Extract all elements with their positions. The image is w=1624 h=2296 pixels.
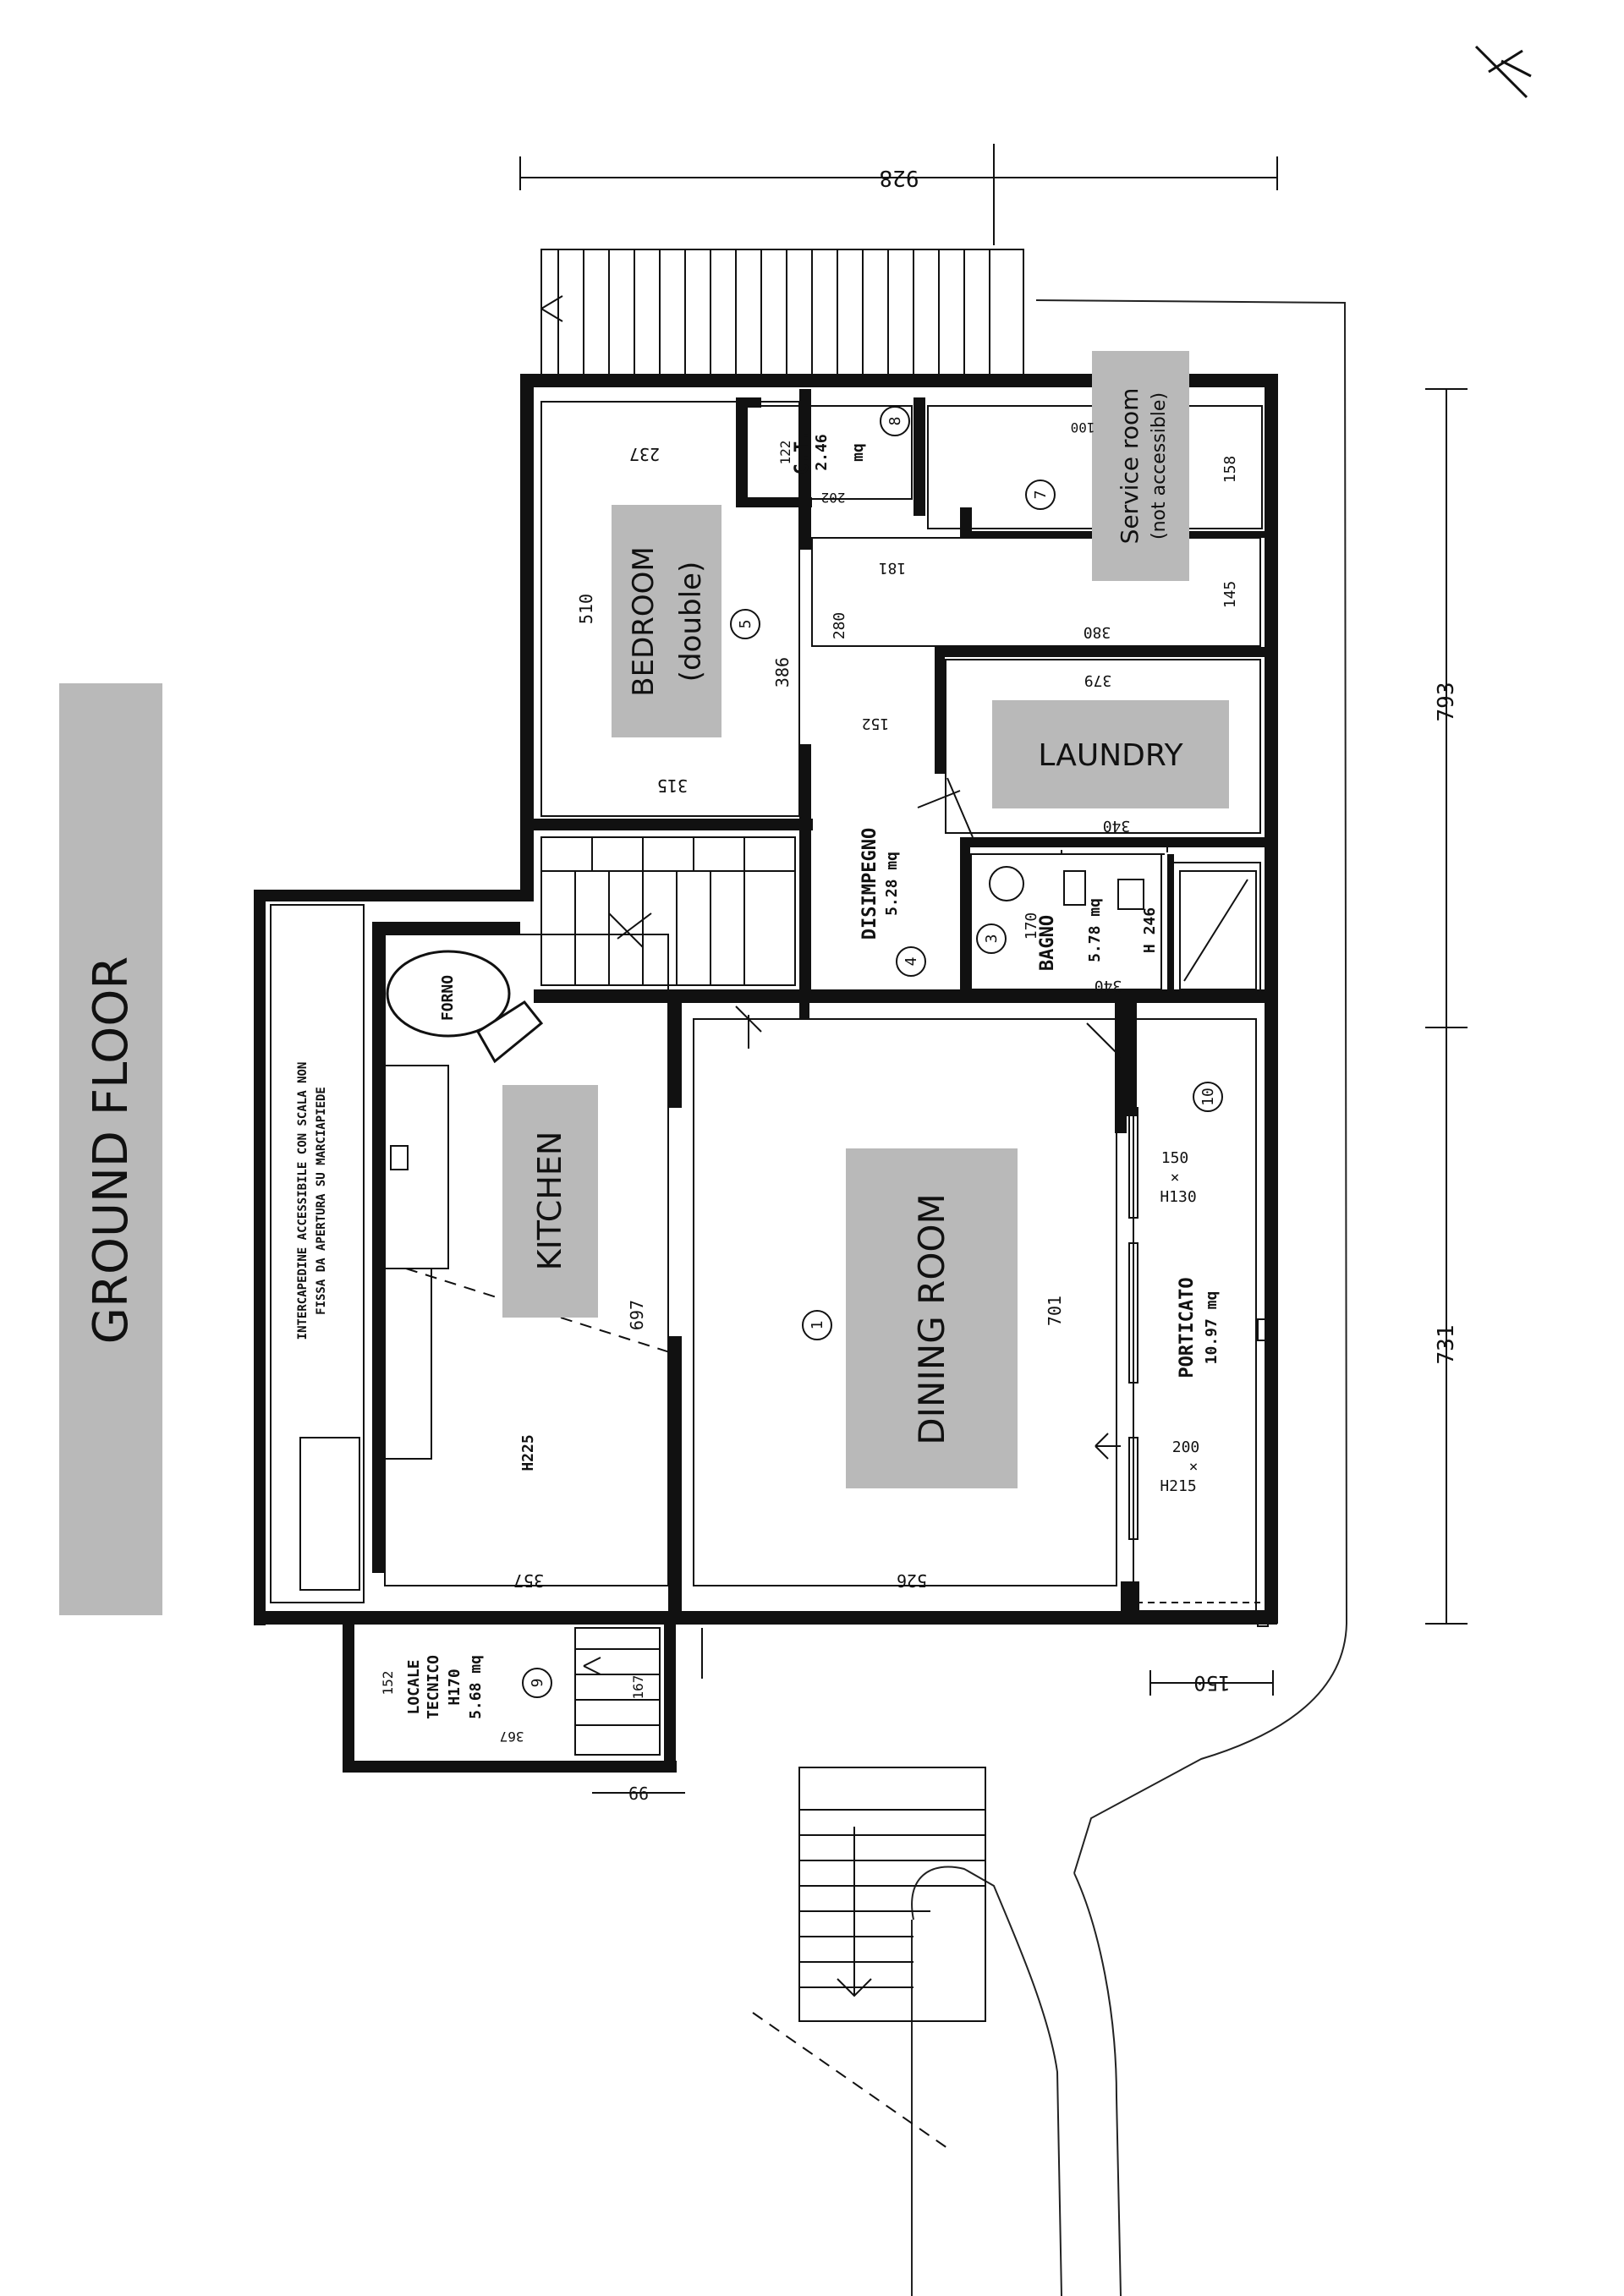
room-numbers: 8 7 5 4 3 1 10 9 (529, 417, 1217, 1688)
laundry-label-box (992, 700, 1229, 808)
disimpegno-label: DISIMPEGNO (859, 828, 881, 940)
dim-237: 237 (629, 444, 660, 464)
ct-label: C.T. (792, 430, 813, 475)
bagno-height: H 246 (1141, 907, 1159, 953)
dim-357: 357 (513, 1570, 544, 1591)
dim-526: 526 (897, 1570, 927, 1591)
dim-99: 99 (628, 1783, 649, 1803)
dim-793: 793 (1434, 682, 1459, 722)
dimension-labels: 928 793 731 150 99 237 510 315 386 122 2… (380, 165, 1459, 1803)
dim-367: 367 (500, 1729, 524, 1745)
room-annotations: C.T. 2.46 mq DISIMPEGNO 5.28 mq BAGNO 5.… (296, 430, 1221, 1719)
locale-tecnico-area: 5.68 mq (467, 1655, 485, 1719)
exterior-walls (254, 374, 1278, 1625)
floor-title-box (59, 683, 162, 1615)
bathroom-fixtures (989, 841, 1257, 990)
room-number-markers (522, 406, 1223, 1698)
dim-701: 701 (1045, 1296, 1065, 1326)
dim-181: 181 (879, 559, 907, 577)
window-1-size: 150 (1161, 1149, 1189, 1167)
entrance-stairs-top (540, 249, 1024, 377)
bagno-area: 5.78 mq (1086, 898, 1104, 962)
room-number-3: 3 (983, 934, 1001, 944)
locale-tecnico-label-2: TECNICO (425, 1655, 442, 1719)
dim-510: 510 (576, 594, 596, 624)
dim-697: 697 (627, 1300, 647, 1330)
kitchen-counter (384, 1065, 673, 1460)
dim-379: 379 (1084, 671, 1112, 689)
bagno-label: BAGNO (1037, 915, 1058, 971)
window-2-size: 200 (1172, 1438, 1200, 1456)
dim-152b: 152 (380, 1671, 396, 1696)
dim-928: 928 (880, 165, 919, 190)
window-2-x: × (1189, 1458, 1199, 1476)
kitchen-height: H225 (519, 1434, 537, 1471)
porticato-label: PORTICATO (1177, 1277, 1198, 1378)
window-annotations: 150 × H130 200 × H215 (1160, 1149, 1199, 1495)
interior-staircase (540, 836, 796, 986)
dim-731: 731 (1434, 1325, 1459, 1365)
bedroom-sublabel: (double) (674, 562, 708, 682)
disimpegno-area: 5.28 mq (883, 852, 901, 916)
intercapedine-note-1: INTERCAPEDINE ACCESSIBILE CON SCALA NON (296, 1062, 310, 1340)
dim-152a: 152 (862, 715, 890, 732)
room-number-4: 4 (903, 957, 920, 967)
dining-room-label: DINING ROOM (911, 1193, 952, 1444)
dim-167: 167 (630, 1675, 646, 1700)
dim-170: 170 (1023, 912, 1040, 940)
room-number-9: 9 (529, 1679, 546, 1688)
locale-tecnico-label-1: LOCALE (405, 1659, 423, 1714)
room-number-10: 10 (1199, 1088, 1217, 1106)
entrance-stairs-bottom (752, 1767, 986, 2149)
locale-tecnico-stair (574, 1627, 703, 1756)
locale-tecnico-outline (343, 1624, 677, 1773)
porticato-area: 10.97 mq (1203, 1291, 1221, 1365)
window-2-height: H215 (1160, 1477, 1196, 1495)
dim-380: 380 (1084, 623, 1111, 641)
window-1-x: × (1171, 1169, 1180, 1186)
laundry-label: LAUNDRY (1038, 738, 1183, 773)
service-room-sublabel: (not accessible) (1149, 392, 1170, 540)
dim-340a: 340 (1103, 817, 1131, 835)
bedroom-label: BEDROOM (627, 546, 661, 696)
dim-386: 386 (772, 657, 793, 688)
intercapedine-note-2: FISSA DA APERTURA SU MARCIAPIEDE (315, 1087, 328, 1315)
site-boundary (911, 299, 1348, 2296)
bedroom-label-box (612, 505, 721, 737)
floor-title: GROUND FLOOR (84, 956, 139, 1345)
dim-158: 158 (1221, 456, 1239, 484)
north-arrow-icon (1474, 45, 1532, 99)
dining-room-label-box (846, 1148, 1018, 1488)
dim-315: 315 (657, 775, 688, 796)
dimension-lines (519, 144, 1468, 1794)
dim-122: 122 (777, 441, 793, 465)
dim-150: 150 (1193, 1671, 1230, 1695)
ct-area: 2.46 (813, 434, 831, 470)
dim-100: 100 (1071, 419, 1095, 436)
door-swings (735, 777, 1122, 1058)
intercapedine (270, 904, 365, 1603)
dim-280: 280 (831, 612, 848, 640)
ct-unit: mq (849, 443, 867, 462)
kitchen-label-box (502, 1085, 598, 1318)
dim-340b: 340 (1095, 977, 1122, 995)
room-number-7: 7 (1032, 490, 1050, 500)
room-number-8: 8 (886, 417, 904, 426)
room-number-1: 1 (809, 1321, 826, 1330)
dim-145: 145 (1221, 581, 1239, 609)
service-room-label: Service room (1116, 388, 1144, 545)
locale-tecnico-height: H170 (446, 1669, 464, 1705)
forno-label: FORNO (439, 975, 457, 1021)
dim-202: 202 (821, 490, 846, 506)
service-room-label-box (1092, 351, 1189, 581)
kitchen-label: KITCHEN (531, 1132, 568, 1271)
window-1-height: H130 (1160, 1188, 1196, 1206)
porticato-elements (1095, 1107, 1269, 1627)
room-number-5: 5 (737, 620, 754, 629)
forno-oven (386, 950, 544, 1064)
